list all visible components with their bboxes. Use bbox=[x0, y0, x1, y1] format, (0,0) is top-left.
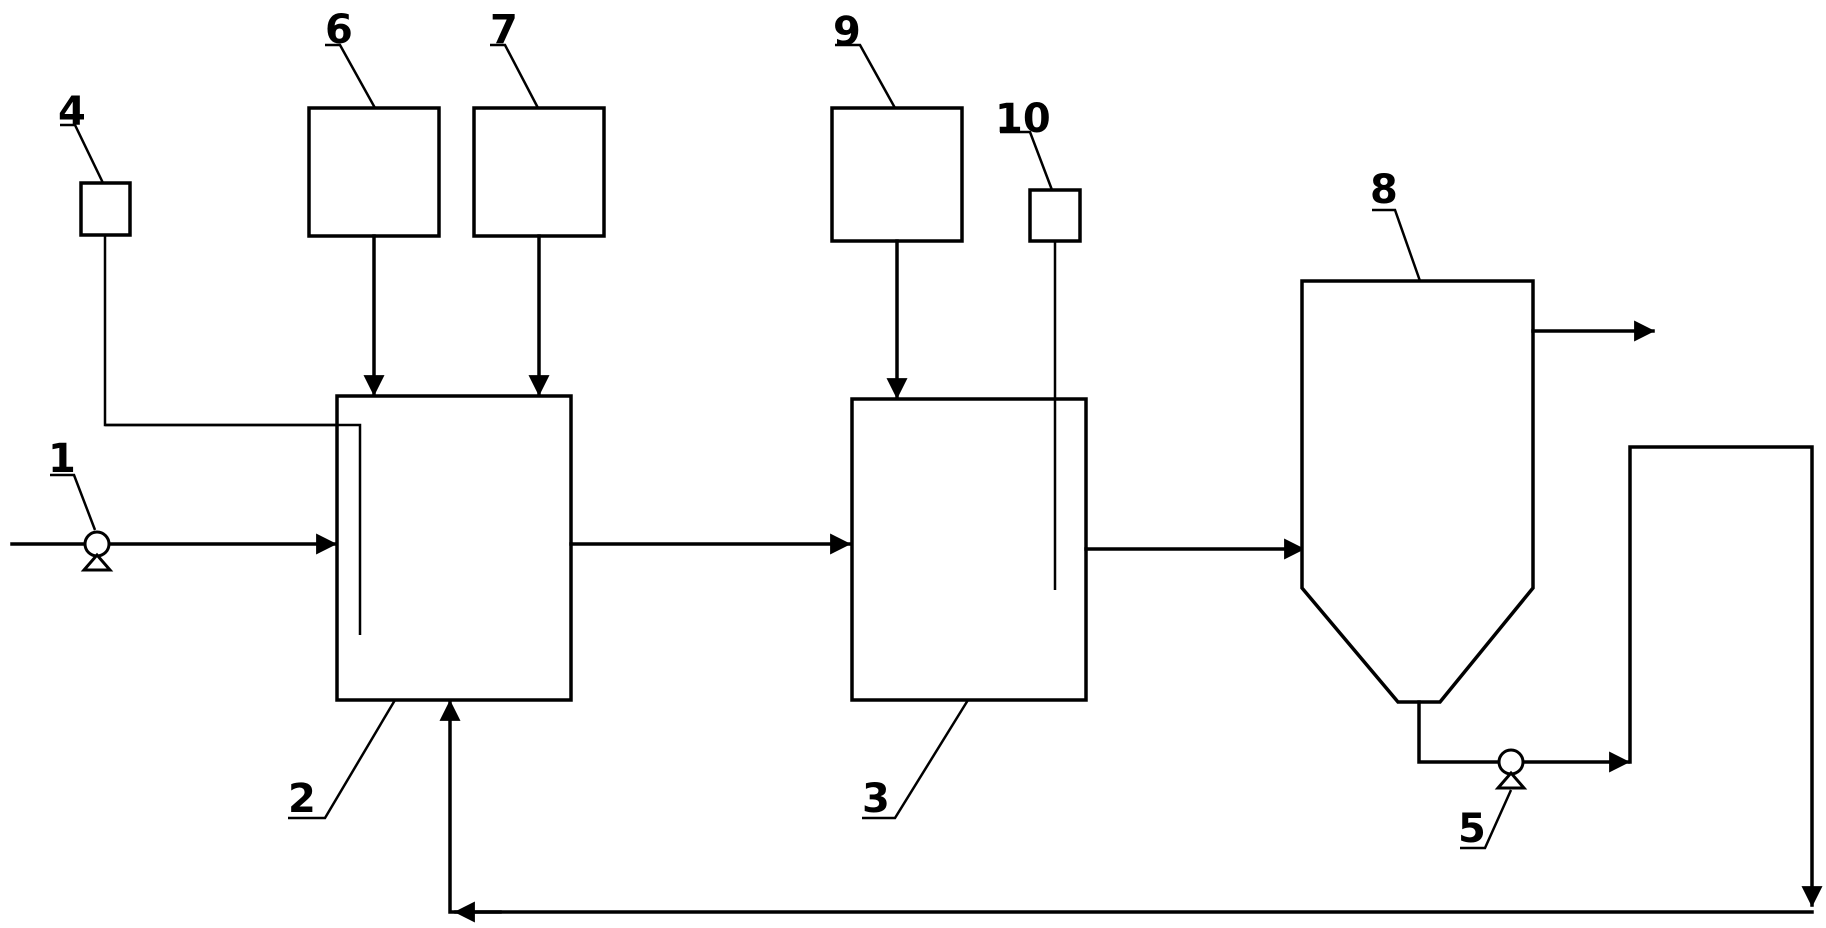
label-9: 9 bbox=[833, 9, 861, 55]
dosing-line-4 bbox=[103, 235, 362, 635]
label-1: 1 bbox=[48, 436, 76, 482]
leader-4 bbox=[60, 123, 105, 184]
leader-10 bbox=[1000, 130, 1054, 191]
label-4: 4 bbox=[58, 89, 86, 135]
hopper-6 bbox=[307, 106, 441, 238]
hopper-7 bbox=[472, 106, 606, 238]
label-3: 3 bbox=[862, 776, 890, 822]
tank-2 bbox=[335, 394, 573, 702]
label-6: 6 bbox=[325, 7, 353, 53]
leader-5 bbox=[1460, 789, 1513, 850]
label-5: 5 bbox=[1458, 806, 1486, 852]
label-10: 10 bbox=[995, 96, 1051, 142]
leader-3 bbox=[862, 699, 970, 820]
return-riser bbox=[1628, 445, 1823, 908]
label-8: 8 bbox=[1370, 167, 1398, 213]
sludge-outlet-line bbox=[1417, 700, 1631, 773]
pump-1-icon bbox=[80, 530, 114, 572]
label-2: 2 bbox=[288, 776, 316, 822]
leader-6 bbox=[325, 43, 377, 109]
return-to-tank-2 bbox=[439, 699, 1814, 914]
leader-9 bbox=[835, 43, 897, 109]
leader-1 bbox=[50, 473, 97, 531]
dosing-unit-10 bbox=[1028, 188, 1082, 243]
leader-7 bbox=[490, 43, 540, 109]
settler-8 bbox=[1300, 279, 1535, 704]
tank-3 bbox=[850, 397, 1088, 702]
dosing-unit-4 bbox=[79, 181, 132, 237]
leader-2 bbox=[288, 699, 397, 820]
leader-8 bbox=[1372, 208, 1422, 282]
dosing-line-4-inner bbox=[105, 423, 362, 635]
label-7: 7 bbox=[490, 7, 518, 53]
pump-5-icon bbox=[1494, 748, 1528, 790]
hopper-9 bbox=[830, 106, 964, 243]
